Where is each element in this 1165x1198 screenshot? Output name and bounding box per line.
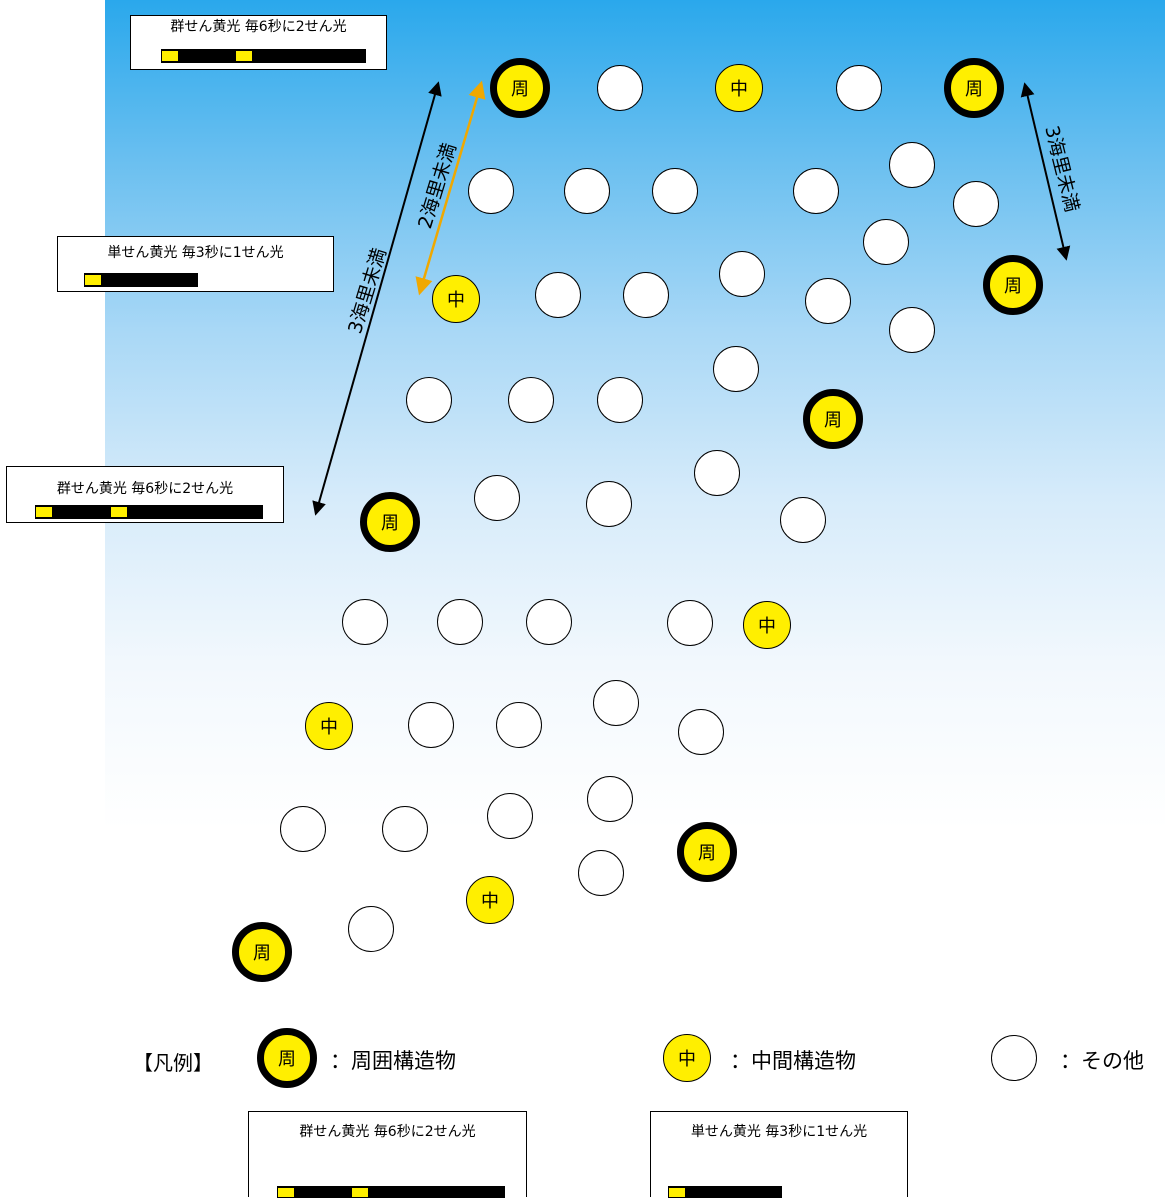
other-structure bbox=[280, 806, 326, 852]
other-structure bbox=[468, 168, 514, 214]
other-structure bbox=[719, 251, 765, 297]
other-structure bbox=[437, 599, 483, 645]
other-structure bbox=[408, 702, 454, 748]
flash-icon bbox=[235, 50, 253, 62]
other-structure bbox=[496, 702, 542, 748]
other-structure bbox=[587, 776, 633, 822]
middle-structure: 中 bbox=[305, 702, 353, 750]
light-label: 単せん黄光 毎3秒に1せん光 bbox=[690, 1124, 868, 1140]
light-box-mid: 単せん黄光 毎3秒に1せん光 bbox=[57, 236, 334, 292]
other-structure bbox=[342, 599, 388, 645]
flash-bar bbox=[161, 49, 366, 63]
peripheral-structure: 周 bbox=[490, 58, 550, 118]
other-structure bbox=[652, 168, 698, 214]
flash-icon bbox=[110, 506, 128, 518]
other-structure bbox=[348, 906, 394, 952]
flash-bar bbox=[277, 1186, 505, 1198]
flash-icon bbox=[668, 1187, 686, 1198]
light-box-left: 群せん黄光 毎6秒に2せん光 bbox=[6, 466, 284, 523]
other-structure bbox=[953, 181, 999, 227]
peripheral-structure: 周 bbox=[944, 58, 1004, 118]
flash-bar bbox=[35, 505, 263, 519]
other-structure bbox=[889, 307, 935, 353]
other-structure bbox=[667, 600, 713, 646]
other-structure bbox=[713, 346, 759, 392]
flash-bar bbox=[668, 1186, 782, 1198]
middle-structure: 中 bbox=[743, 601, 791, 649]
light-label: 群せん黄光 毎6秒に2せん光 bbox=[299, 1124, 476, 1140]
legend-peripheral-label: ：周囲構造物 bbox=[330, 1049, 456, 1073]
other-structure bbox=[597, 377, 643, 423]
other-structure bbox=[863, 219, 909, 265]
peripheral-structure: 周 bbox=[803, 389, 863, 449]
legend-middle-label: ：中間構造物 bbox=[730, 1049, 856, 1073]
other-structure bbox=[586, 481, 632, 527]
middle-structure: 中 bbox=[432, 275, 480, 323]
other-structure bbox=[535, 272, 581, 318]
light-label: 単せん黄光 毎3秒に1せん光 bbox=[107, 245, 284, 261]
peripheral-structure: 周 bbox=[232, 922, 292, 982]
flash-icon bbox=[161, 50, 179, 62]
flash-icon bbox=[84, 274, 102, 286]
other-structure bbox=[623, 272, 669, 318]
peripheral-structure: 周 bbox=[677, 822, 737, 882]
other-structure bbox=[694, 450, 740, 496]
other-structure bbox=[382, 806, 428, 852]
middle-structure: 中 bbox=[715, 64, 763, 112]
legend-light-box-single: 単せん黄光 毎3秒に1せん光 bbox=[650, 1111, 908, 1198]
other-structure bbox=[780, 497, 826, 543]
light-label: 群せん黄光 毎6秒に2せん光 bbox=[170, 19, 347, 35]
legend-peripheral-symbol: 周 bbox=[257, 1028, 317, 1088]
other-structure bbox=[593, 680, 639, 726]
other-structure bbox=[526, 599, 572, 645]
other-structure bbox=[474, 475, 520, 521]
other-structure bbox=[564, 168, 610, 214]
other-structure bbox=[793, 168, 839, 214]
other-structure bbox=[597, 65, 643, 111]
three-nm-arrow-right bbox=[1020, 82, 1071, 261]
other-structure bbox=[889, 142, 935, 188]
other-structure bbox=[406, 377, 452, 423]
other-structure bbox=[836, 65, 882, 111]
two-nm-arrow bbox=[415, 80, 486, 296]
other-structure bbox=[805, 278, 851, 324]
peripheral-structure: 周 bbox=[983, 255, 1043, 315]
light-label: 群せん黄光 毎6秒に2せん光 bbox=[56, 481, 234, 497]
other-structure bbox=[508, 377, 554, 423]
flash-icon bbox=[277, 1187, 295, 1198]
peripheral-structure: 周 bbox=[360, 492, 420, 552]
legend-title: 【凡例】 bbox=[133, 1051, 213, 1075]
light-box-top: 群せん黄光 毎6秒に2せん光 bbox=[130, 15, 387, 70]
flash-icon bbox=[35, 506, 53, 518]
legend-middle-symbol: 中 bbox=[663, 1034, 711, 1082]
legend-other-label: ：その他 bbox=[1060, 1049, 1144, 1073]
other-structure bbox=[578, 850, 624, 896]
legend-other-symbol bbox=[991, 1035, 1037, 1081]
middle-structure: 中 bbox=[466, 876, 514, 924]
legend-light-box-group: 群せん黄光 毎6秒に2せん光 bbox=[248, 1111, 527, 1198]
other-structure bbox=[678, 709, 724, 755]
flash-bar bbox=[84, 273, 198, 287]
other-structure bbox=[487, 793, 533, 839]
flash-icon bbox=[351, 1187, 369, 1198]
